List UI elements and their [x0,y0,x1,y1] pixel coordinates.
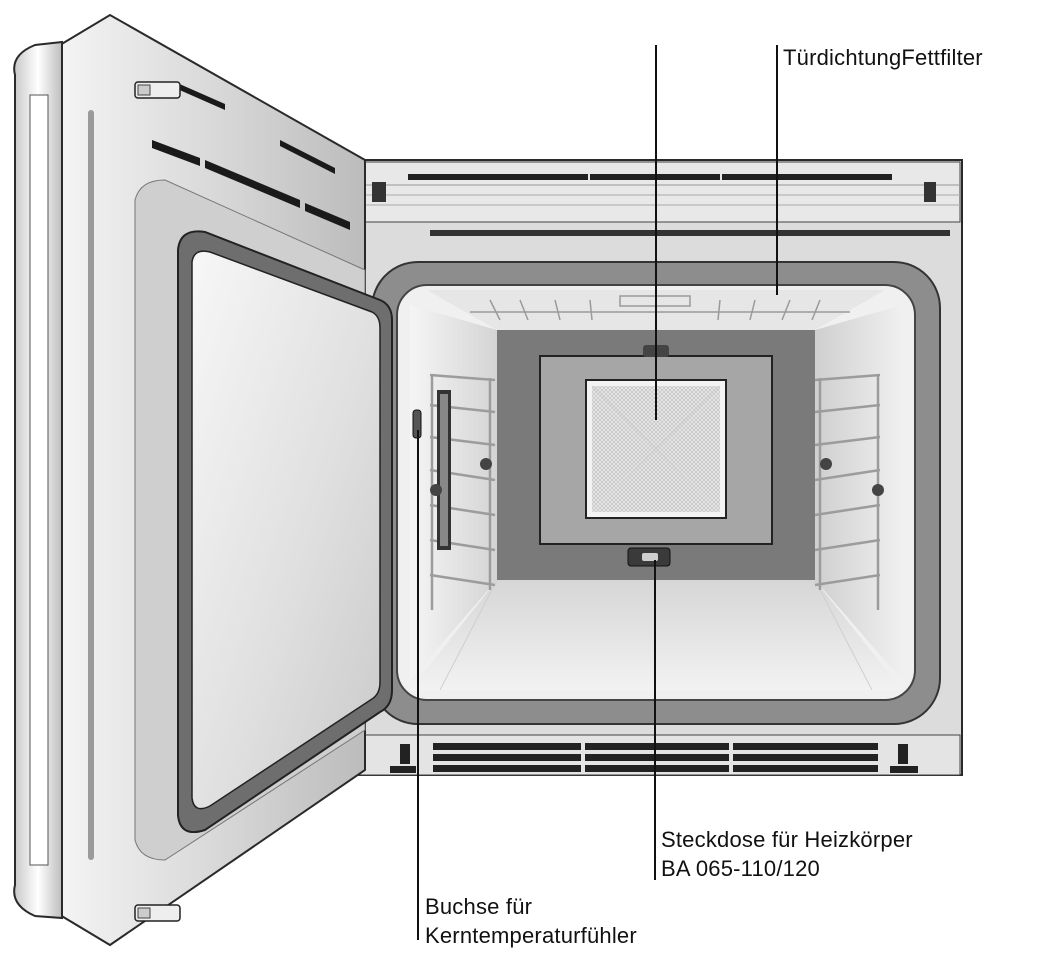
label-seal-filter: TürdichtungFettfilter [783,45,983,70]
oven-door [13,13,393,947]
label-core-probe: Kerntemperaturfühler [425,923,637,948]
door-glass [191,250,381,810]
leader-lines [417,45,778,940]
label-heater-socket: Steckdose für Heizkörper [661,827,913,852]
left-shelf-runner [429,373,496,610]
label-heater-model: BA 065-110/120 [661,856,820,881]
label-probe-jack: Buchse für [425,894,533,919]
